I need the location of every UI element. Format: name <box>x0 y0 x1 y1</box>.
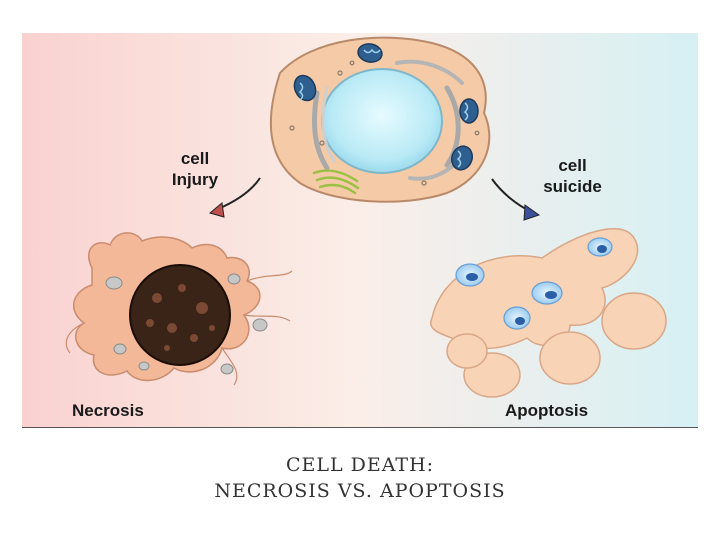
necrotic-nucleus <box>130 265 230 365</box>
figure-divider <box>22 427 698 428</box>
cell-suicide-label: cell suicide <box>525 155 620 197</box>
necrosis-label: Necrosis <box>72 400 182 421</box>
cell-death-diagram <box>22 33 698 427</box>
caption-line-1: CELL DEATH: <box>0 452 720 478</box>
figure-caption: CELL DEATH: NECROSIS VS. APOPTOSIS <box>0 452 720 504</box>
caption-line-2: NECROSIS VS. APOPTOSIS <box>0 478 720 504</box>
cell-injury-label: cell Injury <box>150 148 240 190</box>
healthy-nucleus <box>322 69 442 173</box>
apoptosis-label: Apoptosis <box>505 400 635 421</box>
healthy-cell <box>271 38 489 202</box>
